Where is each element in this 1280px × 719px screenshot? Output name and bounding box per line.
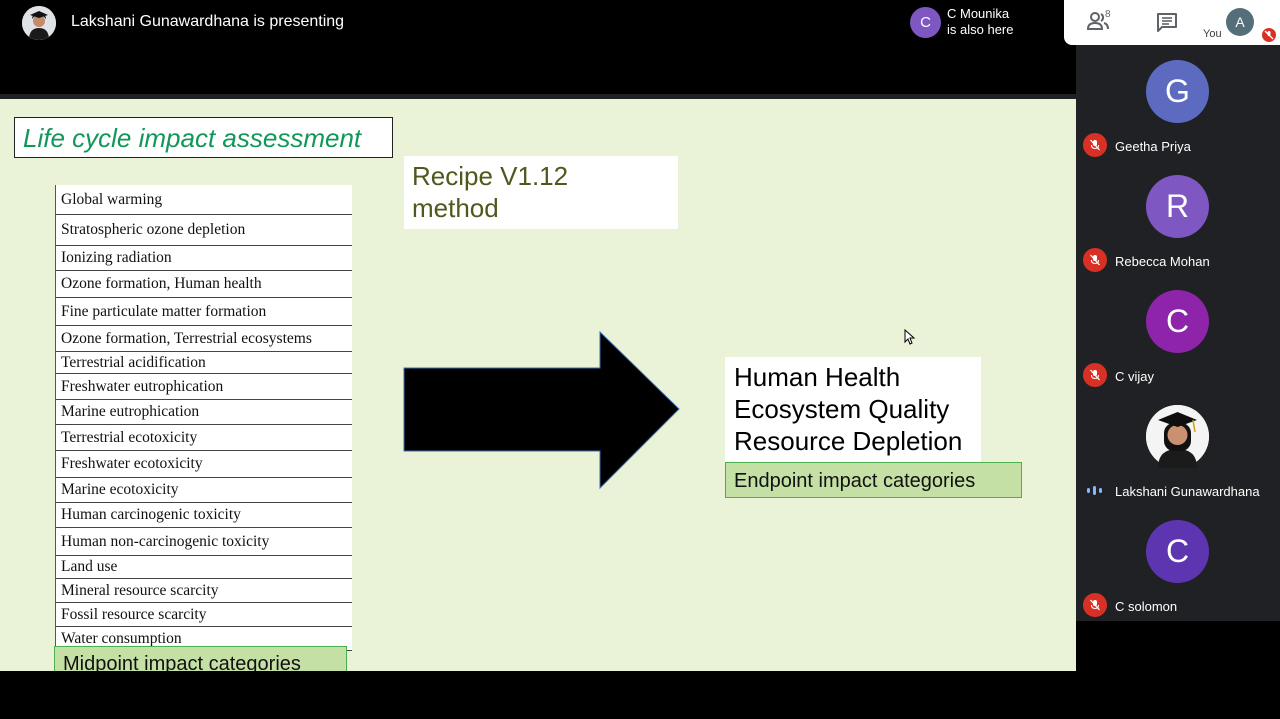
method-line-2: method bbox=[412, 193, 499, 223]
midpoint-label-box: Midpoint impact categories bbox=[54, 646, 347, 671]
also-here-notice[interactable]: C C Mounika is also here bbox=[903, 0, 1063, 45]
method-box: Recipe V1.12 method bbox=[404, 156, 678, 229]
mouse-cursor-icon bbox=[904, 328, 916, 350]
participant-photo bbox=[1146, 405, 1209, 468]
mic-off-icon bbox=[1083, 363, 1107, 387]
presenting-bar: Lakshani Gunawardhana is presenting bbox=[0, 0, 1076, 94]
midpoint-category-row: Stratospheric ozone depletion bbox=[56, 215, 352, 246]
participant-avatar: R bbox=[1146, 175, 1209, 238]
endpoint-label: Endpoint impact categories bbox=[734, 470, 976, 492]
midpoint-category-row: Ozone formation, Terrestrial ecosystems bbox=[56, 326, 352, 352]
you-label: You bbox=[1203, 28, 1222, 40]
people-icon[interactable] bbox=[1086, 10, 1116, 36]
endpoint-label-box: Endpoint impact categories bbox=[725, 462, 1022, 498]
top-controls: 8 You A bbox=[1064, 0, 1280, 45]
participant-avatar bbox=[1146, 405, 1209, 468]
method-line-1: Recipe V1.12 bbox=[412, 161, 569, 191]
right-arrow-icon bbox=[403, 330, 681, 496]
midpoint-category-row: Global warming bbox=[56, 185, 352, 215]
midpoint-category-row: Freshwater eutrophication bbox=[56, 374, 352, 400]
midpoint-category-row: Human non-carcinogenic toxicity bbox=[56, 528, 352, 556]
speaking-indicator-icon bbox=[1087, 485, 1105, 495]
self-mic-off-icon bbox=[1262, 28, 1276, 42]
midpoint-label: Midpoint impact categories bbox=[63, 653, 301, 671]
midpoint-category-row: Human carcinogenic toxicity bbox=[56, 503, 352, 528]
bottom-bar bbox=[0, 671, 1280, 719]
slide-title: Life cycle impact assessment bbox=[23, 123, 362, 153]
presenter-avatar bbox=[22, 6, 56, 40]
participant-avatar: G bbox=[1146, 60, 1209, 123]
also-here-status: is also here bbox=[947, 22, 1014, 37]
mic-off-icon bbox=[1083, 248, 1107, 272]
midpoint-category-row: Ozone formation, Human health bbox=[56, 271, 352, 298]
midpoint-category-row: Terrestrial acidification bbox=[56, 352, 352, 374]
also-here-avatar: C bbox=[910, 7, 941, 38]
midpoint-category-row: Fine particulate matter formation bbox=[56, 298, 352, 326]
shared-slide: Life cycle impact assessment Recipe V1.1… bbox=[0, 99, 1076, 671]
midpoint-category-row: Freshwater ecotoxicity bbox=[56, 451, 352, 478]
panel-footer bbox=[1076, 621, 1280, 671]
participant-name: C vijay bbox=[1115, 369, 1155, 384]
slide-title-box: Life cycle impact assessment bbox=[14, 117, 393, 158]
endpoint-item: Ecosystem Quality bbox=[734, 394, 950, 424]
presenting-status: Lakshani Gunawardhana is presenting bbox=[71, 13, 345, 30]
endpoint-box: Human Health Ecosystem Quality Resource … bbox=[725, 357, 981, 463]
endpoint-item: Human Health bbox=[734, 362, 901, 392]
mic-off-icon bbox=[1083, 133, 1107, 157]
participant-name: Geetha Priya bbox=[1115, 139, 1191, 154]
mic-off-icon bbox=[1083, 593, 1107, 617]
chat-icon[interactable] bbox=[1156, 12, 1178, 32]
participant-avatar: C bbox=[1146, 290, 1209, 353]
participant-name: Lakshani Gunawardhana bbox=[1115, 484, 1260, 499]
midpoint-category-row: Mineral resource scarcity bbox=[56, 579, 352, 603]
also-here-name: C Mounika bbox=[947, 6, 1010, 21]
midpoint-category-row: Fossil resource scarcity bbox=[56, 603, 352, 627]
participant-tile[interactable]: C C vijay bbox=[1076, 45, 1280, 387]
midpoint-category-row: Marine eutrophication bbox=[56, 400, 352, 425]
participant-count: 8 bbox=[1105, 9, 1111, 20]
participant-tile[interactable]: G Geetha Priya bbox=[1076, 45, 1280, 160]
midpoint-category-row: Terrestrial ecotoxicity bbox=[56, 425, 352, 451]
midpoint-category-row: Ionizing radiation bbox=[56, 246, 352, 271]
participant-tile[interactable]: C C solomon bbox=[1076, 45, 1280, 617]
participant-tile[interactable]: Lakshani Gunawardhana bbox=[1076, 45, 1280, 499]
participant-name: C solomon bbox=[1115, 599, 1178, 614]
participant-avatar: C bbox=[1146, 520, 1209, 583]
self-avatar[interactable]: A bbox=[1226, 8, 1254, 36]
midpoint-category-row: Land use bbox=[56, 556, 352, 579]
midpoint-category-row: Marine ecotoxicity bbox=[56, 478, 352, 503]
participant-name: Rebecca Mohan bbox=[1115, 254, 1210, 269]
endpoint-item: Resource Depletion bbox=[734, 426, 963, 456]
participant-tile[interactable]: R Rebecca Mohan bbox=[1076, 45, 1280, 272]
